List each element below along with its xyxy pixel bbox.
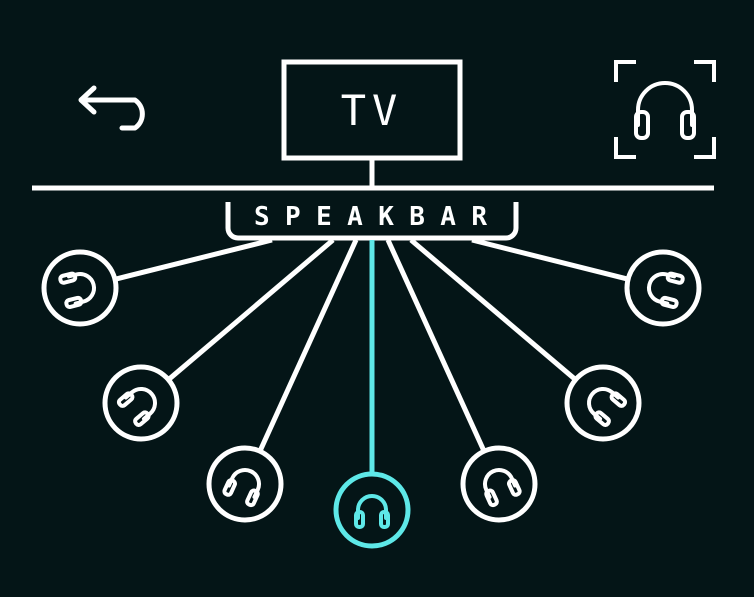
headphone-circle (333, 471, 411, 549)
headphone-5-button[interactable] (460, 445, 538, 523)
back-arrow-icon (78, 85, 145, 131)
connection-line (385, 238, 487, 453)
soundbar-label: SPEAKBAR (254, 202, 490, 232)
back-button[interactable] (78, 85, 145, 131)
headphone-circle (564, 364, 642, 442)
headphone-2-button[interactable] (102, 364, 180, 442)
headphone-scan-icon (634, 81, 696, 140)
headphone-6-button[interactable] (564, 364, 642, 442)
headphone-circle (102, 364, 180, 442)
headphone-7-button[interactable] (624, 249, 702, 327)
headphone-4-button[interactable] (333, 471, 411, 549)
soundbar-bracket (225, 202, 519, 241)
headphone-circle (206, 445, 284, 523)
connection-line (166, 238, 335, 382)
headphone-icon (116, 387, 157, 427)
tv-label: TV (341, 86, 404, 135)
connection-line (257, 238, 359, 453)
headphone-circle (624, 249, 702, 327)
connection-line (114, 237, 273, 282)
headphone-icon (483, 468, 522, 508)
headphone-circle (460, 445, 538, 523)
connection-line (471, 237, 629, 282)
connection-line (409, 238, 578, 382)
headphone-scan-button[interactable] (614, 60, 716, 159)
tv-box[interactable]: TV (281, 59, 463, 161)
scan-frame-icon (614, 60, 716, 159)
headphone-icon (58, 271, 96, 310)
headphone-circle (41, 249, 119, 327)
soundbar[interactable]: SPEAKBAR (225, 202, 519, 241)
headphone-icon (222, 468, 261, 508)
headphone-icon (647, 271, 685, 310)
headphone-1-button[interactable] (41, 249, 119, 327)
headphone-icon (354, 494, 390, 529)
headphone-icon (587, 387, 628, 427)
headphone-3-button[interactable] (206, 445, 284, 523)
